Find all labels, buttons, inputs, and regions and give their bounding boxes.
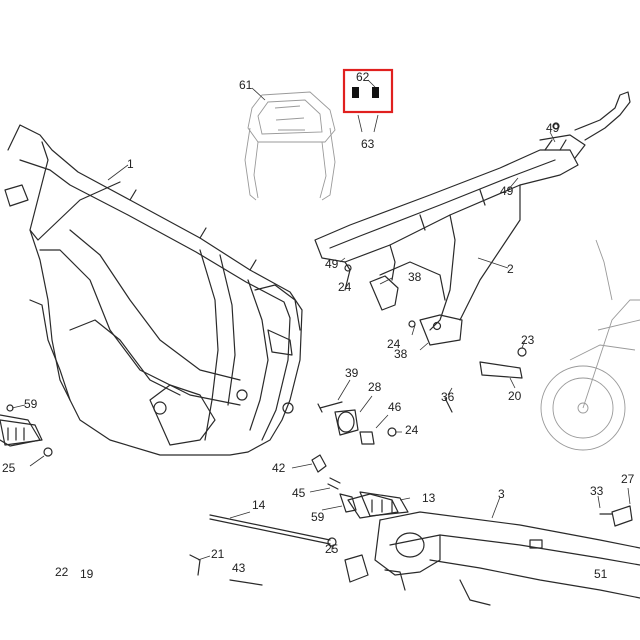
label-20: 20 xyxy=(508,389,522,403)
label-59-a: 59 xyxy=(24,397,38,411)
part-labels: 61 62 63 1 49 49 49 2 24 38 24 38 23 36 … xyxy=(2,70,635,581)
label-38-a: 38 xyxy=(408,270,422,284)
label-51: 51 xyxy=(594,567,608,581)
label-27: 27 xyxy=(621,472,635,486)
label-45: 45 xyxy=(292,486,306,500)
label-13: 13 xyxy=(422,491,436,505)
label-21: 21 xyxy=(211,547,225,561)
luggage-rack xyxy=(244,91,336,201)
main-frame xyxy=(4,124,303,456)
label-24-a: 24 xyxy=(338,280,352,294)
footpegs xyxy=(0,419,409,517)
label-1: 1 xyxy=(127,157,134,171)
label-14: 14 xyxy=(252,498,266,512)
swing-arm xyxy=(344,511,640,606)
label-24-c: 24 xyxy=(405,423,419,437)
label-61: 61 xyxy=(239,78,253,92)
label-25-b: 25 xyxy=(325,542,339,556)
label-62[interactable]: 62 xyxy=(356,70,370,84)
label-3: 3 xyxy=(498,487,505,501)
label-22: 22 xyxy=(55,565,69,579)
motorcycle-thumbnail xyxy=(540,239,640,451)
label-49-c: 49 xyxy=(325,257,339,271)
hardware-parts xyxy=(0,122,633,586)
label-25-a: 25 xyxy=(2,461,16,475)
label-42: 42 xyxy=(272,461,286,475)
leader-lines xyxy=(11,131,631,561)
label-49-b: 49 xyxy=(500,184,514,198)
highlighted-part-62[interactable] xyxy=(342,68,394,114)
label-36: 36 xyxy=(441,390,455,404)
label-23: 23 xyxy=(521,333,535,347)
label-49-a: 49 xyxy=(546,121,560,135)
label-28: 28 xyxy=(368,380,382,394)
rear-subframe xyxy=(314,134,586,346)
label-46: 46 xyxy=(388,400,402,414)
label-33: 33 xyxy=(590,484,604,498)
label-43: 43 xyxy=(232,561,246,575)
label-38-b: 38 xyxy=(394,347,408,361)
label-59-b: 59 xyxy=(311,510,325,524)
label-63: 63 xyxy=(361,137,375,151)
label-19: 19 xyxy=(80,567,94,581)
label-39: 39 xyxy=(345,366,359,380)
label-24-b: 24 xyxy=(387,337,401,351)
label-2: 2 xyxy=(507,262,514,276)
